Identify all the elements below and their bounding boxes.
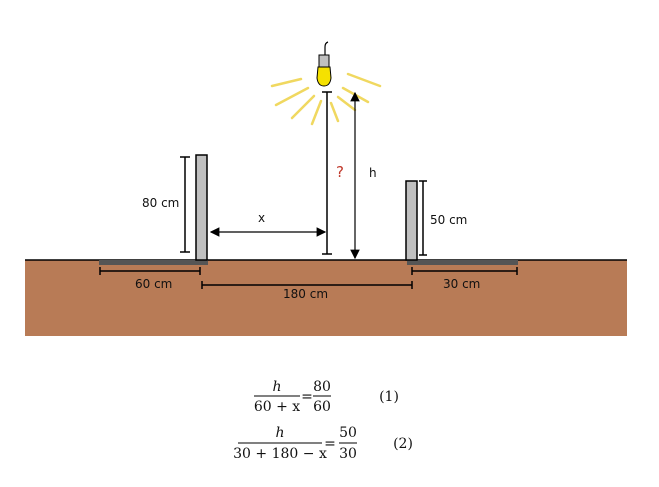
left-pole-height-label: 80 cm <box>142 196 179 210</box>
eq1-denominator: 60 + x <box>254 399 300 415</box>
left-shadow <box>99 260 208 265</box>
right-pole <box>405 180 418 261</box>
right-shadow-label: 30 cm <box>443 277 480 291</box>
equation-2: h 30 + 180 − x = 50 30 (2) <box>233 425 413 462</box>
eq2-tag: (2) <box>393 436 413 452</box>
eq2-denominator: 30 + 180 − x <box>233 446 327 462</box>
h-label: h <box>369 166 377 180</box>
equation-1: h 60 + x = 80 60 (1) <box>254 379 399 415</box>
eq2-right-denominator: 30 <box>339 446 357 462</box>
eq1-equals: = <box>301 389 313 405</box>
x-label: x <box>258 211 265 225</box>
eq2-numerator: h <box>275 425 284 441</box>
left-pole <box>195 154 208 261</box>
ground <box>25 260 627 336</box>
light-bulb-icon <box>270 41 382 126</box>
right-pole-height-label: 50 cm <box>430 213 467 227</box>
left-shadow-label: 60 cm <box>135 277 172 291</box>
right-shadow <box>407 260 518 265</box>
unknown-label: ? <box>336 163 344 181</box>
eq1-numerator: h <box>272 379 281 395</box>
eq2-equals: = <box>324 436 336 452</box>
lamp-height-bar <box>322 91 332 255</box>
eq1-tag: (1) <box>379 389 399 405</box>
eq1-right-denominator: 60 <box>313 399 331 415</box>
eq2-right-numerator: 50 <box>339 425 357 441</box>
between-poles-label: 180 cm <box>283 287 328 301</box>
right-pole-height-bar <box>419 180 427 256</box>
eq1-right-numerator: 80 <box>313 379 331 395</box>
left-pole-height-bar <box>180 156 190 253</box>
ground-dimension-bars <box>99 267 518 289</box>
